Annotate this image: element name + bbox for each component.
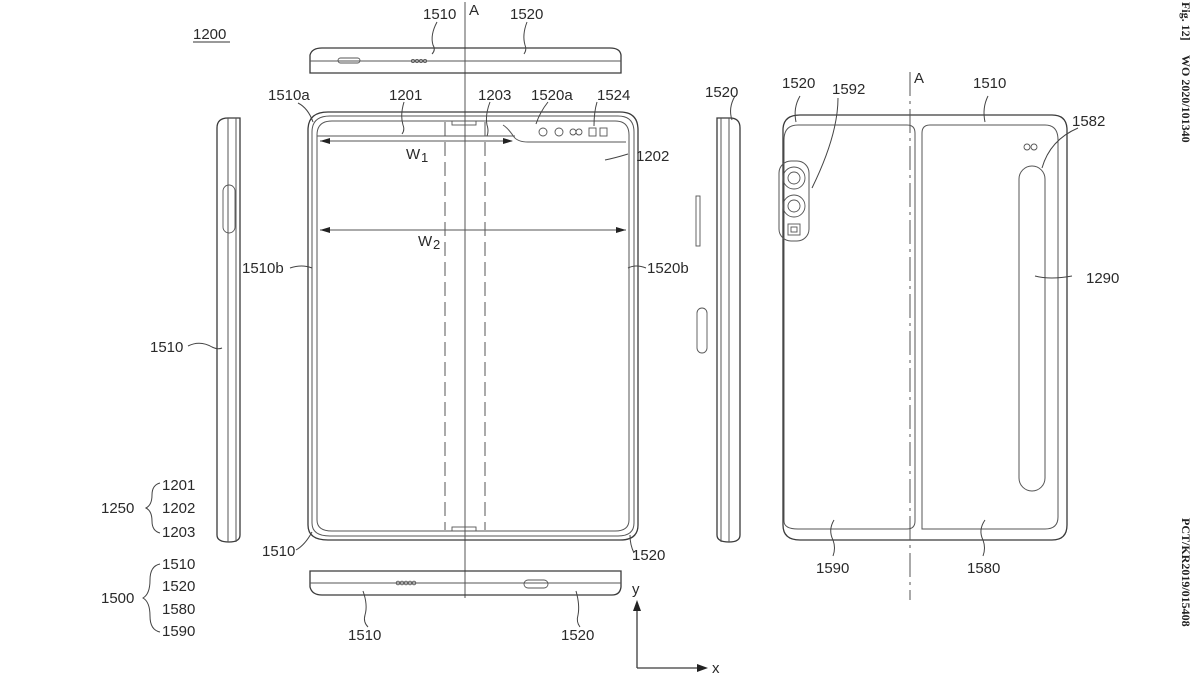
dimension-w2: W 2 [320, 227, 626, 252]
top-port-icon [337, 57, 361, 64]
right-side-view: 1520 [695, 84, 741, 543]
svg-text:1520: 1520 [705, 84, 738, 101]
coordinate-axes: y x [632, 581, 720, 675]
svg-text:1520a: 1520a [531, 87, 573, 104]
x-axis-arrow-icon [697, 664, 708, 672]
svg-text:1580: 1580 [967, 560, 1000, 577]
svg-text:1592: 1592 [832, 81, 865, 98]
top-view: 1510 1520 [309, 6, 622, 74]
hinge-cover-top [451, 120, 477, 126]
side-key-icon [222, 184, 236, 234]
svg-text:1590: 1590 [816, 560, 849, 577]
svg-text:1582: 1582 [1072, 113, 1105, 130]
svg-text:1520: 1520 [510, 6, 543, 23]
svg-text:1203: 1203 [162, 524, 195, 541]
hinge-cover-bottom [451, 526, 477, 532]
power-key-icon [696, 307, 708, 354]
y-axis-arrow-icon [633, 600, 641, 611]
svg-text:A: A [469, 2, 479, 19]
svg-text:1: 1 [421, 150, 428, 165]
left-side-view: 1510 [150, 117, 241, 543]
figure-reference-numeral: 1200 [193, 26, 230, 43]
svg-text:1200: 1200 [193, 26, 226, 43]
legend-group-1500: 1500 1510 1520 1580 1590 [101, 556, 195, 640]
svg-text:1520b: 1520b [647, 260, 689, 277]
svg-text:1510: 1510 [423, 6, 456, 23]
svg-text:1201: 1201 [162, 477, 195, 494]
svg-text:1520: 1520 [632, 547, 665, 564]
svg-text:1520: 1520 [162, 578, 195, 595]
svg-text:1510: 1510 [150, 339, 183, 356]
legend-group-1250: 1250 1201 1202 1203 [101, 477, 195, 541]
svg-text:W: W [418, 233, 433, 250]
section-axis-a: A [464, 2, 479, 598]
publication-number: WO 2020/101340 [1179, 55, 1193, 143]
svg-text:1250: 1250 [101, 500, 134, 517]
dimension-w1: W 1 [320, 138, 513, 165]
svg-text:1590: 1590 [162, 623, 195, 640]
svg-text:1580: 1580 [162, 601, 195, 618]
svg-text:1203: 1203 [478, 87, 511, 104]
svg-text:Fig. 12]: Fig. 12] [1179, 2, 1193, 41]
volume-key-icon [695, 195, 701, 247]
usb-port-icon [523, 579, 549, 589]
front-sensor-array-icon [538, 127, 608, 137]
svg-text:1201: 1201 [389, 87, 422, 104]
svg-text:1524: 1524 [597, 87, 630, 104]
bottom-speaker-holes-icon [395, 580, 417, 586]
svg-text:1510b: 1510b [242, 260, 284, 277]
back-view: A 1520 1592 1510 1582 1290 1590 1580 [778, 70, 1119, 600]
figure-title: Fig. 12] [1179, 2, 1193, 41]
svg-text:1520: 1520 [561, 627, 594, 644]
rear-camera-module-icon [778, 160, 810, 242]
svg-text:x: x [712, 660, 720, 675]
svg-text:1510: 1510 [162, 556, 195, 573]
svg-text:1510: 1510 [973, 75, 1006, 92]
flash-icon [1023, 143, 1038, 151]
svg-text:1202: 1202 [162, 500, 195, 517]
svg-text:WO 2020/101340: WO 2020/101340 [1179, 55, 1193, 143]
cover-display-window [1018, 165, 1046, 492]
svg-text:1290: 1290 [1086, 270, 1119, 287]
svg-text:y: y [632, 581, 640, 598]
svg-text:1510a: 1510a [268, 87, 310, 104]
svg-text:1500: 1500 [101, 590, 134, 607]
svg-text:2: 2 [433, 237, 440, 252]
svg-text:1510: 1510 [348, 627, 381, 644]
svg-text:1520: 1520 [782, 75, 815, 92]
svg-text:1510: 1510 [262, 543, 295, 560]
svg-text:A: A [914, 70, 924, 87]
application-number: PCT/KR2019/015408 [1179, 518, 1193, 627]
bottom-view: 1510 1520 [309, 570, 622, 644]
svg-text:W: W [406, 146, 421, 163]
front-view: W 1 W 2 1510a 1201 1203 1520a 1524 1202 … [242, 87, 689, 564]
svg-text:1202: 1202 [636, 148, 669, 165]
top-microphone-holes-icon [410, 58, 428, 64]
svg-text:PCT/KR2019/015408: PCT/KR2019/015408 [1179, 518, 1193, 627]
